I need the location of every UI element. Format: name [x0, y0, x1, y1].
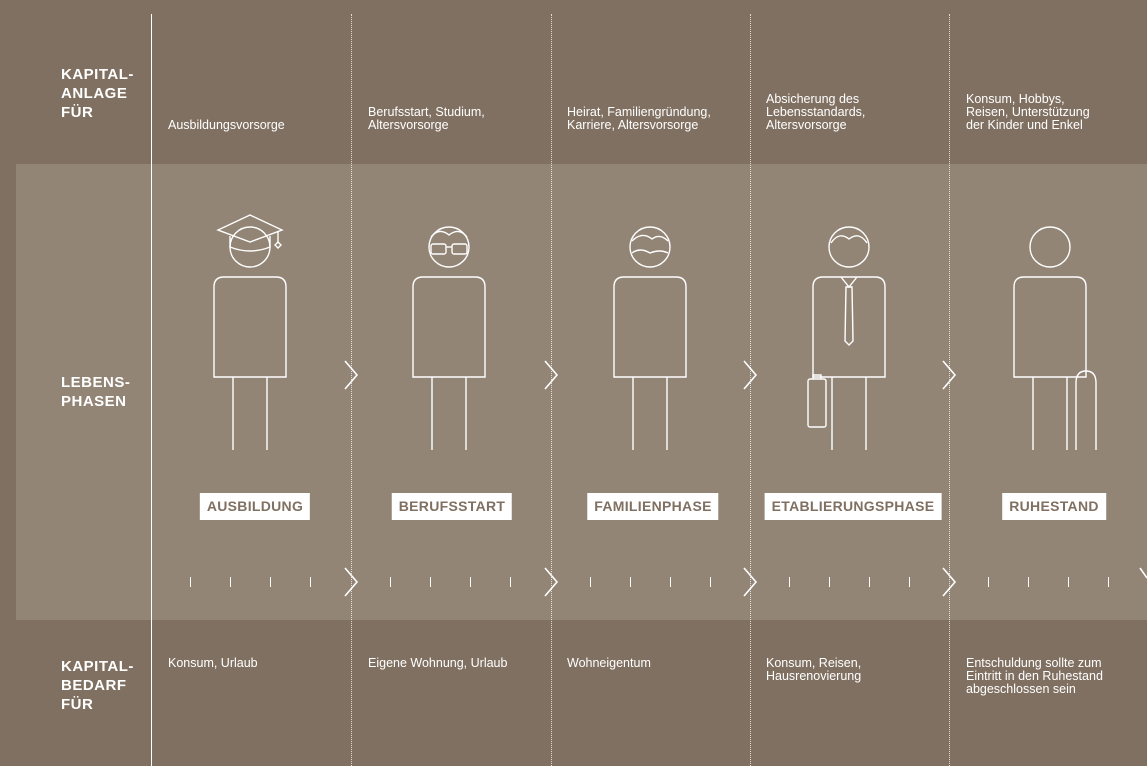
timeline-tick [789, 577, 790, 587]
chevron-right-icon [1139, 567, 1147, 579]
row-label-kapitalanlage: KAPITAL- ANLAGE FÜR [61, 66, 134, 121]
phase-label-berufsstart: BERUFSSTART [391, 493, 513, 520]
timeline-tick [470, 577, 471, 587]
timeline-tick [590, 577, 591, 587]
phase-label-familienphase: FAMILIENPHASE [587, 493, 719, 520]
anlage-familienphase: Heirat, Familiengründung, Karriere, Alte… [567, 105, 711, 132]
adult-person-icon [590, 205, 710, 465]
timeline-tick [230, 577, 231, 587]
timeline-tick [270, 577, 271, 587]
timeline-tick [190, 577, 191, 587]
timeline-tick [390, 577, 391, 587]
phase-label-ausbildung: AUSBILDUNG [199, 493, 311, 520]
bedarf-berufsstart: Eigene Wohnung, Urlaub [368, 656, 508, 670]
timeline-tick [829, 577, 830, 587]
timeline-tick [1108, 577, 1109, 587]
bedarf-ausbildung: Konsum, Urlaub [168, 656, 258, 670]
timeline-tick [510, 577, 511, 587]
timeline-tick [988, 577, 989, 587]
timeline-tick [909, 577, 910, 587]
phase-label-etablierungsphase: ETABLIERUNGSPHASE [764, 493, 942, 520]
anlage-etablierungsphase: Absicherung des Lebensstandards, Altersv… [766, 92, 866, 132]
young-person-glasses-icon [389, 205, 509, 465]
chevron-right-icon [344, 567, 359, 597]
chevron-right-icon [544, 567, 559, 597]
column-divider [750, 14, 751, 766]
row-label-kapitalbedarf: KAPITAL- BEDARF FÜR [61, 658, 134, 713]
chevron-right-icon [743, 567, 758, 597]
phase-label-ruhestand: RUHESTAND [1002, 493, 1106, 520]
senior-cane-icon [990, 205, 1110, 465]
timeline-tick [710, 577, 711, 587]
bedarf-ruhestand: Entschuldung sollte zum Eintritt in den … [966, 656, 1103, 696]
column-divider [949, 14, 950, 766]
column-divider [351, 14, 352, 766]
timeline-tick [310, 577, 311, 587]
chevron-right-icon [942, 360, 957, 390]
column-divider [151, 14, 152, 766]
timeline-tick [630, 577, 631, 587]
timeline-tick [1028, 577, 1029, 587]
anlage-ruhestand: Konsum, Hobbys, Reisen, Unterstützung de… [966, 92, 1090, 132]
bedarf-familienphase: Wohneigentum [567, 656, 651, 670]
anlage-berufsstart: Berufsstart, Studium, Altersvorsorge [368, 105, 485, 132]
chevron-right-icon [544, 360, 559, 390]
timeline-tick [430, 577, 431, 587]
chevron-right-icon [942, 567, 957, 597]
timeline-tick [869, 577, 870, 587]
bedarf-etablierungsphase: Konsum, Reisen, Hausrenovierung [766, 656, 862, 683]
chevron-right-icon [743, 360, 758, 390]
lebensphasen-band [16, 164, 1147, 620]
anlage-ausbildung: Ausbildungsvorsorge [168, 118, 285, 132]
column-divider [551, 14, 552, 766]
businessman-briefcase-icon [789, 205, 909, 465]
timeline-tick [1068, 577, 1069, 587]
chevron-right-icon [344, 360, 359, 390]
student-graduation-cap-icon [190, 205, 310, 465]
row-label-lebensphasen: LEBENS- PHASEN [61, 374, 131, 410]
timeline-tick [670, 577, 671, 587]
